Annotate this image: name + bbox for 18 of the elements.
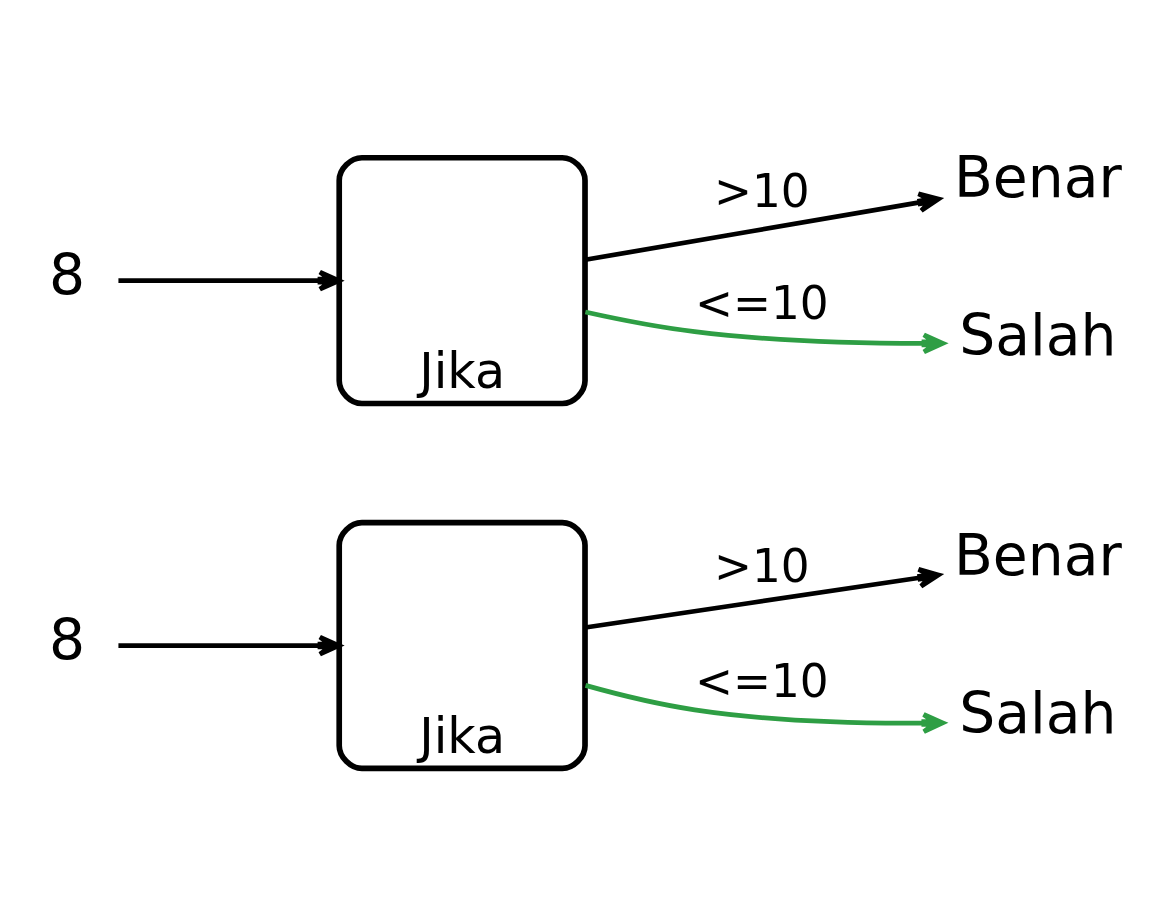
arrow [584, 191, 941, 263]
node-text: Salah [959, 680, 1117, 747]
node-box: Jika [336, 154, 588, 407]
arrow [584, 309, 946, 355]
node-text: 8 [48, 606, 85, 673]
arrow [584, 566, 941, 630]
arrow [118, 269, 342, 292]
edge-label: >10 [713, 165, 810, 219]
node-text: Benar [953, 143, 1122, 210]
arrow [118, 634, 342, 657]
node-text: 8 [48, 241, 85, 308]
edge-label: >10 [713, 539, 810, 593]
arrow [584, 683, 946, 734]
edge-label: <=10 [694, 654, 829, 708]
node-box: Jika [336, 519, 588, 772]
node-text: Salah [959, 302, 1117, 369]
node-text: Benar [953, 521, 1122, 588]
edge-label: <=10 [694, 276, 829, 330]
